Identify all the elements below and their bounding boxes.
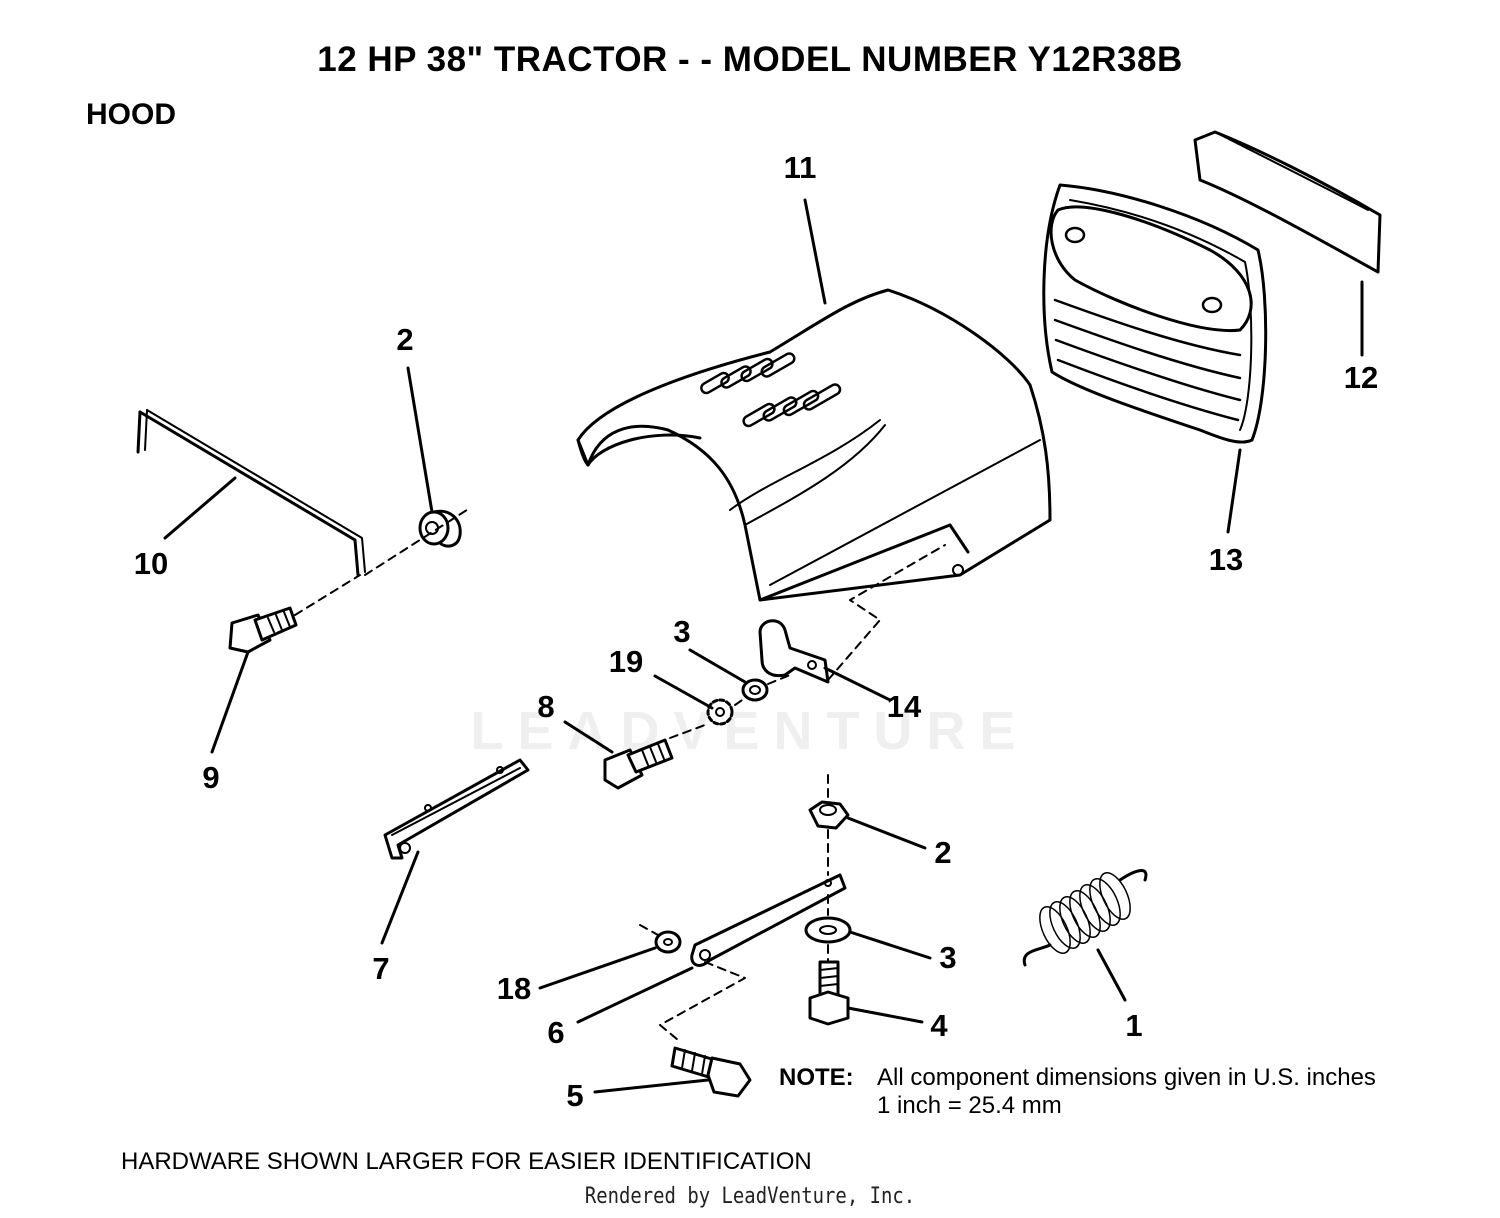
bolt-part [603,738,674,790]
bolt-part [670,1046,752,1098]
hardware-note: HARDWARE SHOWN LARGER FOR EASIER IDENTIF… [121,1148,812,1175]
hood-strip-part [1193,130,1382,274]
callout-1: 1 [1125,1008,1143,1043]
washer-part [654,930,682,954]
nut-part [808,800,850,830]
hood-part [576,288,1052,602]
hinge-bracket-part [758,619,830,684]
rendered-by-credit: Rendered by LeadVenture, Inc. [584,1184,916,1209]
callout-12: 12 [1343,360,1379,395]
callout-5: 5 [566,1078,584,1113]
callout-8: 8 [537,689,555,724]
section-label: HOOD [86,98,176,131]
assembly-lines [294,507,946,1041]
leader-lines [163,198,1364,1094]
callout-10: 10 [133,546,169,581]
callout-2-upper: 2 [396,322,414,357]
note-text-line2: 1 inch = 25.4 mm [877,1092,1062,1119]
callout-11: 11 [783,150,817,185]
washer-part [804,916,852,944]
note-label: NOTE: [779,1064,854,1091]
callout-13: 13 [1208,542,1244,577]
callout-4: 4 [930,1008,948,1043]
lock-washer-part [706,698,734,726]
diagram-title: 12 HP 38" TRACTOR - - MODEL NUMBER Y12R3… [317,40,1183,79]
callout-3-lower: 3 [939,940,957,975]
washer-part [741,678,769,702]
link-part [690,873,847,967]
bolt-part [228,606,298,654]
spring-part [1022,869,1148,967]
bolt-part [808,960,850,1026]
callout-18: 18 [496,971,532,1006]
watermark: LEADVENTURE [470,701,1030,761]
callout-7: 7 [372,951,390,986]
callout-19: 19 [608,644,644,679]
callout-2-lower: 2 [934,835,952,870]
callout-14: 14 [886,689,922,724]
callout-6: 6 [547,1015,565,1050]
bracket-part [383,758,530,860]
callout-9: 9 [202,760,220,795]
nut-part [418,509,462,548]
grille-part [1042,183,1268,444]
note-text-line1: All component dimensions given in U.S. i… [877,1064,1376,1091]
callout-3-upper: 3 [673,614,691,649]
support-rod-part [136,409,366,577]
